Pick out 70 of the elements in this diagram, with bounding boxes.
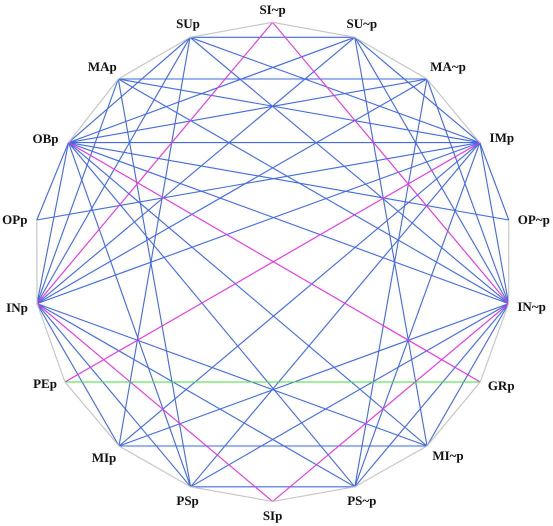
vertex-label: MAp <box>88 60 118 79</box>
vertex-label: PEp <box>33 377 65 391</box>
horizontal-connector-line <box>190 36 355 38</box>
falling-connector-line <box>118 78 509 304</box>
falling-connector-line <box>36 303 66 382</box>
falling-connector-line <box>36 303 192 488</box>
rising-connector-line <box>36 78 119 304</box>
vertical-connector-line <box>508 220 510 304</box>
rising-connector-line <box>480 303 510 382</box>
rising-connector-line <box>354 446 428 488</box>
rising-connector-line <box>68 78 119 143</box>
falling-connector-line <box>426 78 510 304</box>
vertex-label: MI~p <box>427 446 464 463</box>
vertex-label: PS~p <box>347 486 376 508</box>
falling-connector-line <box>64 382 120 446</box>
horizontal-connector-line <box>118 78 427 80</box>
falling-connector-line <box>354 36 428 80</box>
rising-connector-line <box>354 78 428 487</box>
falling-connector-line <box>190 36 480 144</box>
rising-connector-line <box>36 36 356 304</box>
rising-connector-line <box>36 142 69 220</box>
horizontal-connector-line <box>119 445 427 447</box>
rising-connector-line <box>118 142 480 446</box>
vertex-label: INp <box>6 300 37 315</box>
rising-connector-line <box>354 142 480 487</box>
falling-connector-line <box>68 142 356 488</box>
vertex-label: PSp <box>176 486 199 508</box>
vertex-label: OBp <box>32 132 68 146</box>
falling-connector-line <box>36 303 428 447</box>
horizontal-connector-line <box>190 486 355 488</box>
rising-connector-line <box>190 22 273 38</box>
falling-connector-line <box>190 486 273 502</box>
vertex-label: MIp <box>92 446 119 465</box>
falling-connector-line <box>36 303 356 488</box>
rising-connector-line <box>36 22 274 304</box>
vertex-label: OP~p <box>508 213 550 227</box>
rising-connector-line <box>272 303 509 502</box>
rising-connector-line <box>354 303 510 488</box>
vertex-label: GRp <box>480 379 515 393</box>
vertical-connector-line <box>36 220 38 304</box>
rising-connector-line <box>36 78 428 304</box>
horizontal-connector-line <box>65 381 480 383</box>
rising-connector-line <box>272 486 355 502</box>
vertex-label: IMp <box>480 130 514 145</box>
rising-connector-line <box>68 36 190 144</box>
vertex-label: OPp <box>2 213 37 227</box>
vertex-label: SIp <box>262 502 282 522</box>
falling-connector-line <box>272 22 355 38</box>
vertex-label: SU~p <box>346 17 378 38</box>
rising-connector-line <box>426 382 481 446</box>
rising-connector-line <box>118 37 191 446</box>
falling-connector-line <box>354 36 480 144</box>
rising-connector-line <box>190 303 509 488</box>
falling-connector-line <box>36 303 273 502</box>
falling-connector-line <box>354 37 428 446</box>
vertex-label: SI~p <box>259 3 286 22</box>
vertex-label: SUp <box>176 17 200 38</box>
rising-connector-line <box>118 303 509 447</box>
falling-connector-line <box>272 22 510 304</box>
rising-connector-line <box>68 36 355 144</box>
falling-connector-line <box>190 36 509 304</box>
falling-connector-line <box>426 78 480 143</box>
vertex-label: MA~p <box>427 60 466 79</box>
vertex-label: IN~p <box>508 300 546 314</box>
falling-connector-line <box>118 446 191 488</box>
falling-connector-line <box>479 142 510 220</box>
falling-connector-line <box>118 78 192 487</box>
falling-connector-line <box>68 142 192 487</box>
rising-connector-line <box>190 142 480 488</box>
rising-connector-line <box>118 36 190 80</box>
